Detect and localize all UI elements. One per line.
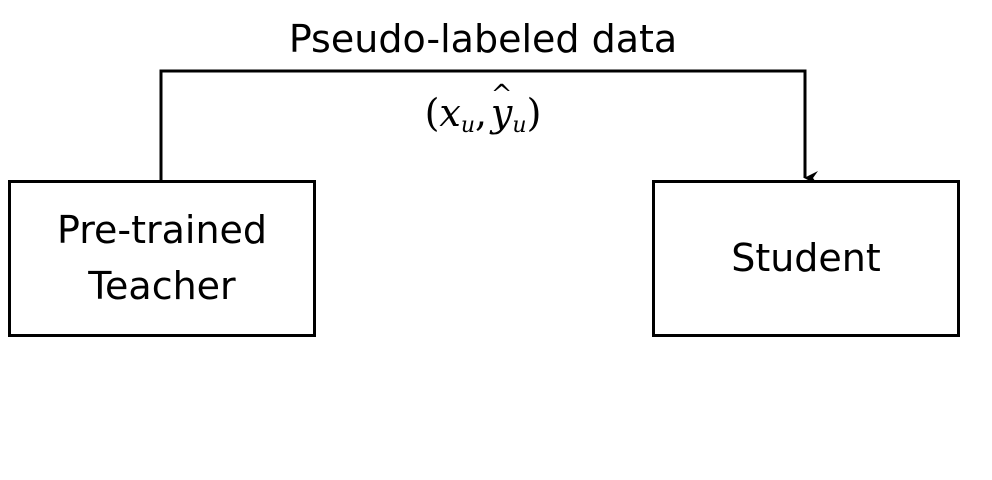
- student-node: Student: [652, 180, 960, 337]
- student-label: Student: [731, 235, 881, 280]
- pseudo-label-flow-arrow: [159, 69, 818, 185]
- formula-close-paren: ): [526, 91, 542, 135]
- formula-x-subscript: u: [460, 113, 476, 138]
- formula-y: y: [490, 91, 513, 135]
- teacher-label-line2: Teacher: [88, 263, 236, 308]
- formula-y-hat: ^y: [490, 82, 513, 135]
- pseudo-label-pair-formula: (xu, ^yu): [160, 82, 806, 138]
- formula-comma: ,: [475, 91, 488, 135]
- formula-y-subscript: u: [512, 113, 527, 138]
- formula-x: x: [439, 91, 461, 135]
- edge-label-pseudo-labeled-data: Pseudo-labeled data: [288, 17, 678, 61]
- pretrained-teacher-node: Pre-trained Teacher: [8, 180, 316, 337]
- hat-accent: ^: [490, 80, 513, 110]
- formula-open-paren: (: [424, 91, 440, 135]
- teacher-label-line1: Pre-trained: [56, 208, 268, 253]
